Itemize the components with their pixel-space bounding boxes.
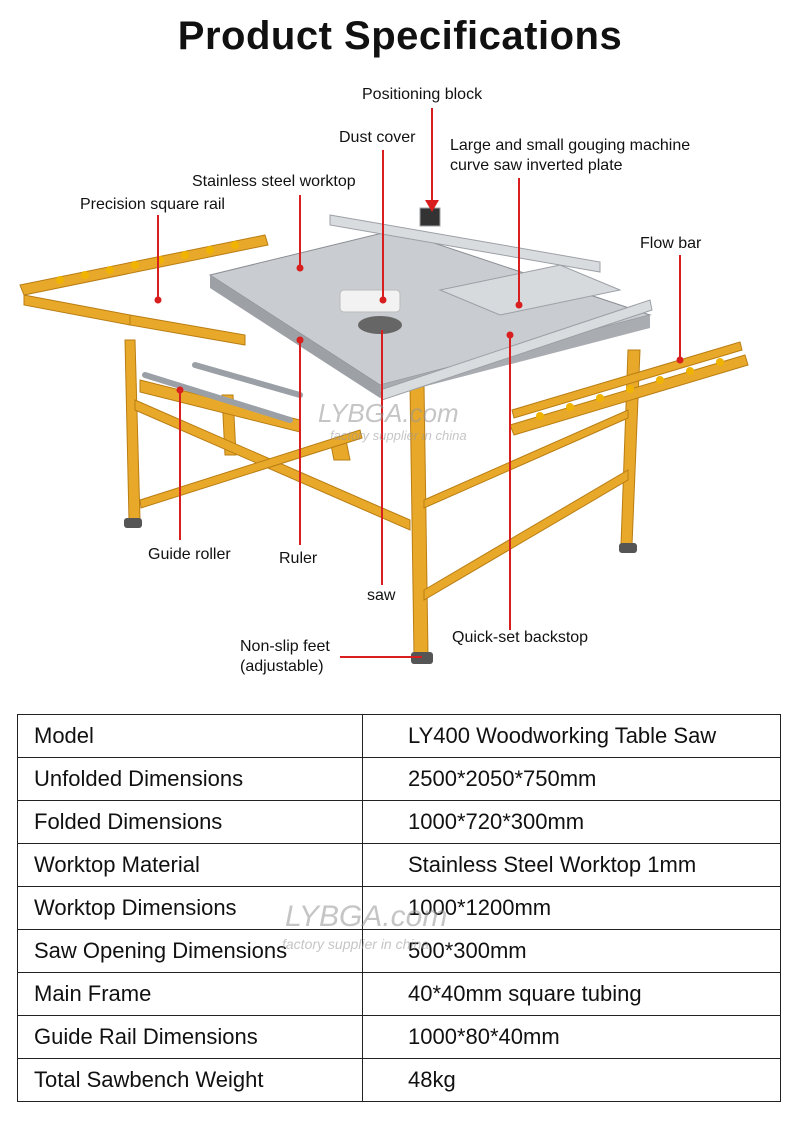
- spec-key: Worktop Dimensions: [17, 886, 363, 930]
- rear-fence: [329, 207, 653, 401]
- watermark-brand-table: LYBGA.com: [285, 900, 448, 933]
- spec-value: 1000*80*40mm: [362, 1015, 781, 1059]
- spec-key: Unfolded Dimensions: [17, 757, 363, 801]
- spec-value: 1000*720*300mm: [362, 800, 781, 844]
- label-saw: saw: [367, 587, 396, 604]
- label-precision-rail: Precision square rail: [80, 196, 225, 213]
- feet: [124, 518, 637, 664]
- table-saw-diagram: Positioning block Dust cover Large and s…: [0, 80, 800, 690]
- label-dust-cover: Dust cover: [339, 129, 416, 146]
- label-gouging-plate-line1: Large and small gouging machine: [450, 137, 691, 154]
- frame-legs: [124, 339, 641, 656]
- spec-value: 40*40mm square tubing: [362, 972, 781, 1016]
- spec-key: Guide Rail Dimensions: [17, 1015, 363, 1059]
- spec-key: Main Frame: [17, 972, 363, 1016]
- right-roller-bumps: [536, 358, 724, 420]
- label-quick-backstop: Quick-set backstop: [452, 629, 589, 646]
- page-title: Product Specifications: [177, 14, 623, 58]
- spec-value: Stainless Steel Worktop 1mm: [362, 843, 781, 887]
- spec-key: Model: [17, 714, 363, 758]
- guide-roller-bars: [142, 362, 303, 423]
- label-guide-roller: Guide roller: [148, 546, 231, 563]
- watermark-brand-top: LYBGA.com: [318, 398, 459, 428]
- right-flow-bar: [509, 341, 749, 436]
- callout-lines: [157, 108, 681, 658]
- table-saw-illustration: [19, 108, 749, 664]
- positioning-arrow-icon: [425, 200, 439, 212]
- label-ruler: Ruler: [279, 550, 318, 567]
- watermark-tagline-top: factory supplier in china: [330, 428, 467, 443]
- spec-key: Total Sawbench Weight: [17, 1058, 363, 1102]
- callout-dots: [154, 264, 684, 394]
- label-nonslip-line2: (adjustable): [240, 658, 324, 675]
- label-gouging-plate-line2: curve saw inverted plate: [450, 157, 623, 174]
- spec-value: 500*300mm: [362, 929, 781, 973]
- label-nonslip-line1: Non-slip feet: [240, 638, 330, 655]
- watermark-tagline-table: factory supplier in china: [282, 936, 430, 952]
- spec-value: 48kg: [362, 1058, 781, 1102]
- spec-key: Folded Dimensions: [17, 800, 363, 844]
- spec-value: 1000*1200mm: [362, 886, 781, 930]
- spec-value: LY400 Woodworking Table Saw: [362, 714, 781, 758]
- label-stainless-worktop: Stainless steel worktop: [192, 173, 356, 190]
- saw-and-cover: [339, 289, 402, 334]
- spec-key: Worktop Material: [17, 843, 363, 887]
- spec-key: Saw Opening Dimensions: [17, 929, 363, 973]
- worktop: [208, 229, 652, 398]
- label-positioning-block: Positioning block: [362, 86, 483, 103]
- label-flow-bar: Flow bar: [640, 235, 702, 252]
- spec-value: 2500*2050*750mm: [362, 757, 781, 801]
